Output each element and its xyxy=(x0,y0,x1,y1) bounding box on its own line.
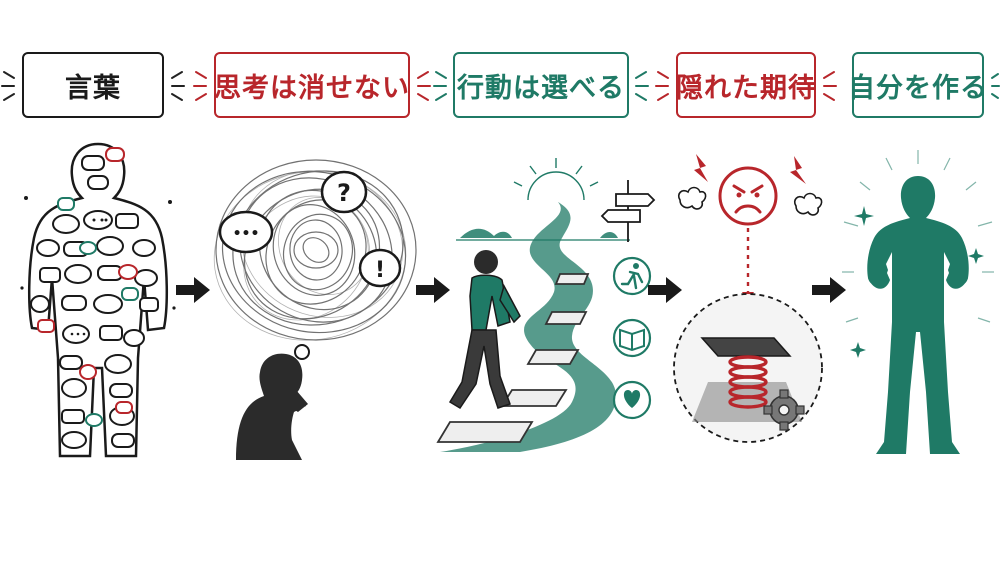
step-2-label: 思考は消せない xyxy=(214,52,410,118)
choice-icon-column xyxy=(612,256,652,420)
hidden-expectation-illustration xyxy=(673,154,823,443)
running-person-icon xyxy=(612,256,652,296)
lightning-icon xyxy=(790,156,806,184)
sparkle-icon xyxy=(850,342,866,358)
heart-hands-icon xyxy=(612,380,652,420)
gear-icon xyxy=(763,389,805,431)
open-book-icon xyxy=(612,318,652,358)
question-thought-bubble: ? xyxy=(320,170,368,214)
arrow-right-icon xyxy=(648,277,682,303)
step-1-label-text: 言葉 xyxy=(65,72,121,104)
arrow-right-icon xyxy=(416,277,450,303)
walking-person-figure xyxy=(448,250,521,410)
choice-path-illustration xyxy=(436,158,656,452)
lightning-icon xyxy=(694,154,708,182)
exclaim-mark-text: ! xyxy=(375,258,385,283)
speech-bubble-person-illustration xyxy=(20,142,176,458)
thinking-person-silhouette xyxy=(236,353,308,460)
ellipsis-text: ••• xyxy=(233,226,260,242)
ellipsis-thought-bubble: ••• xyxy=(218,210,274,254)
step-5-label-text: 自分を作る xyxy=(848,72,988,104)
angry-face-icon xyxy=(718,166,778,226)
step-4-label: 隠れた期待 xyxy=(676,52,816,118)
confident-person-illustration xyxy=(842,150,994,454)
step-3-label: 行動は選べる xyxy=(453,52,629,118)
arrow-right-icon xyxy=(812,277,846,303)
sunrise-icon xyxy=(513,158,599,201)
step-5-label: 自分を作る xyxy=(848,52,987,118)
step-1-label: 言葉 xyxy=(22,52,164,118)
coiled-spring-icon xyxy=(728,355,768,409)
arrow-right-icon xyxy=(176,277,210,303)
tangled-thoughts-illustration: ? ••• ! xyxy=(213,159,417,460)
step-4-label-text: 隠れた期待 xyxy=(676,72,816,104)
exclaim-thought-bubble: ! xyxy=(358,248,402,288)
label-tick-marks xyxy=(1,71,1000,101)
step-3-label-text: 行動は選べる xyxy=(457,72,625,104)
sparkle-icon xyxy=(854,206,874,226)
step-2-label-text: 思考は消せない xyxy=(214,72,410,104)
question-mark-text: ? xyxy=(337,179,351,207)
sparkle-icon xyxy=(968,248,984,264)
standing-figure-silhouette xyxy=(867,176,969,454)
winding-path xyxy=(440,202,616,452)
signpost-icon xyxy=(600,180,656,242)
body-silhouette-outline xyxy=(27,142,169,458)
